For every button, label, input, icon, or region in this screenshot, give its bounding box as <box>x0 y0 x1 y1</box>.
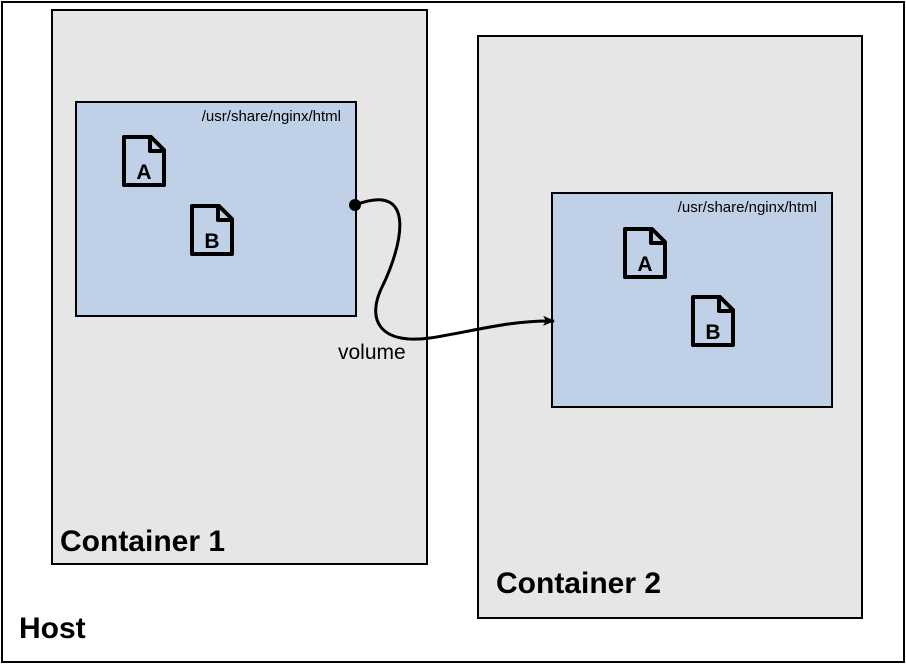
volume-label: volume <box>338 341 406 364</box>
file-letter: B <box>705 321 721 344</box>
file-letter: A <box>136 161 152 184</box>
container-2-directory-path: /usr/share/nginx/html <box>677 199 817 216</box>
file-letter: B <box>204 230 220 253</box>
container-2-label: Container 2 <box>496 567 662 600</box>
file-letter: A <box>637 253 653 276</box>
file-icon: B <box>189 203 235 257</box>
file-icon: B <box>690 294 736 348</box>
container-1-directory-path: /usr/share/nginx/html <box>201 108 341 125</box>
file-icon: A <box>622 226 668 280</box>
container-1-label: Container 1 <box>60 525 226 558</box>
host-label: Host <box>19 612 86 645</box>
file-icon: A <box>121 134 167 188</box>
